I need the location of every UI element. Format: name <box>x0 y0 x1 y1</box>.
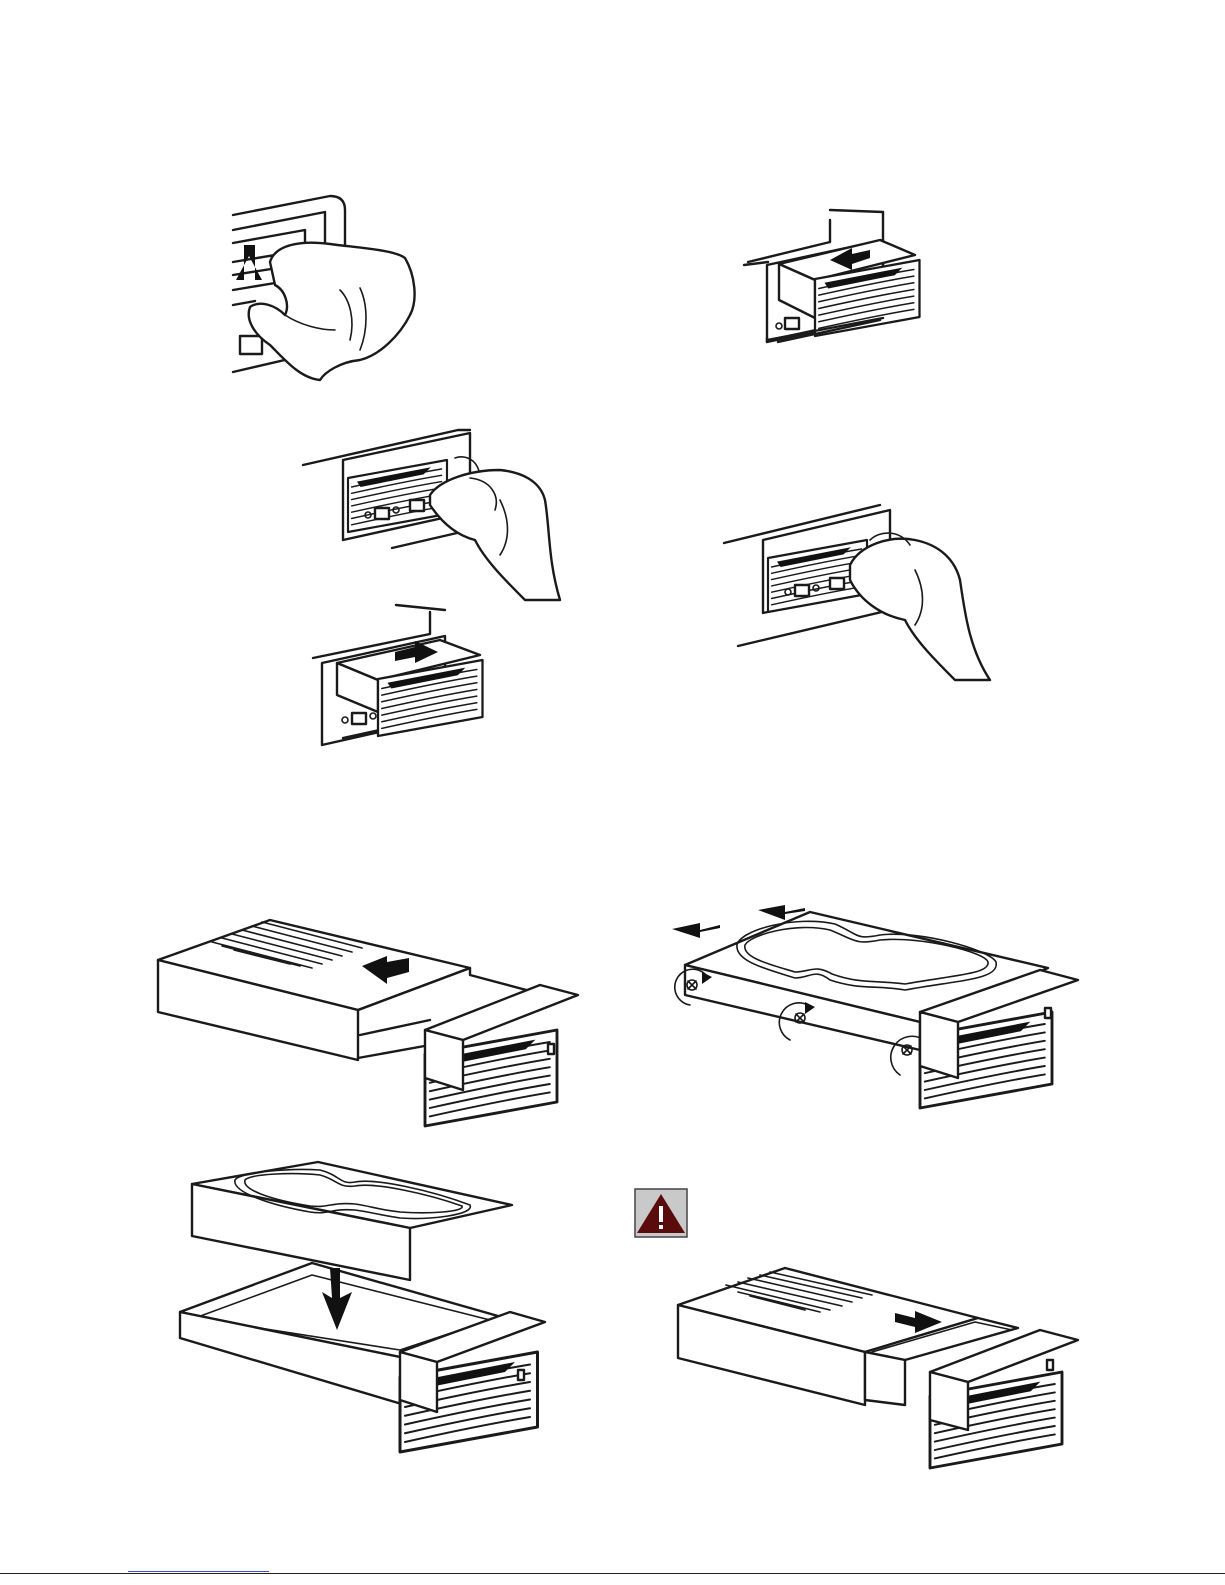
hand-icon <box>249 243 415 380</box>
slot-led <box>240 336 262 354</box>
figure-turn-key-right <box>724 505 990 680</box>
figure-slide-cover <box>158 920 578 1126</box>
up-arrow-icon <box>236 245 262 280</box>
figure-secure-drive-screws <box>672 905 1078 1108</box>
footer-rule <box>0 1573 1225 1574</box>
left-arrow-icon <box>672 923 720 938</box>
figure-turn-key-left <box>303 430 560 600</box>
figure-close-cover <box>678 1268 1078 1468</box>
figure-insert-tray <box>744 210 920 342</box>
figure-unlock-latch <box>233 196 415 380</box>
warning-triangle-icon <box>635 1189 687 1237</box>
hand-icon <box>850 539 990 680</box>
footer-link-underline[interactable] <box>128 1571 269 1572</box>
figure-place-drive <box>180 1162 545 1452</box>
figure-pull-tray <box>313 605 483 745</box>
